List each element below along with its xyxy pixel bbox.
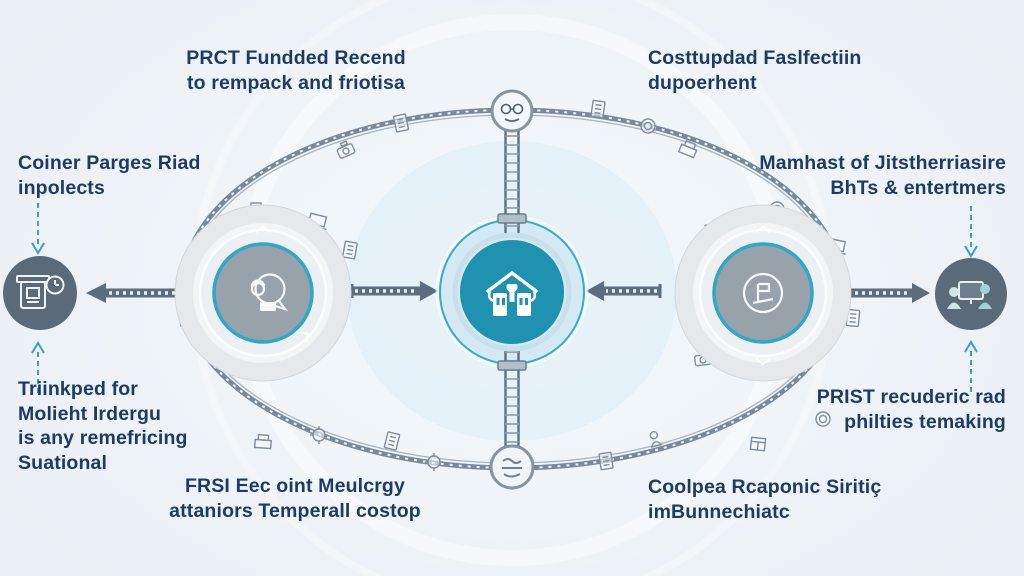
arrow-right-in — [586, 281, 662, 301]
label-line: BhTs & entertmers — [830, 176, 1006, 199]
label-line: Suational — [18, 451, 108, 474]
doodle-printer-icon — [253, 433, 273, 450]
arrow-right-out — [843, 283, 930, 303]
label-line: attaniors Temperall costop — [169, 499, 421, 522]
atm-clock-icon — [16, 275, 65, 309]
label-bottom-right: Coolpea Rcaponic Siritiç imBunnechiatc — [648, 475, 881, 524]
chain-bottom — [497, 346, 527, 448]
doodle-document-icon — [342, 240, 358, 260]
team-computer-icon — [947, 281, 992, 309]
label-line: dupoerhent — [648, 71, 757, 94]
doodle-document-icon — [392, 113, 410, 133]
label-line: Triinkped for — [18, 378, 139, 400]
school-building-icon — [486, 270, 538, 316]
label-mid-right: Mamhast of Jitstherriasire BhTs & entert… — [759, 151, 1006, 200]
target-flag-circle-icon — [742, 272, 784, 314]
dashed-arrow-left-down — [31, 203, 45, 255]
doodle-document-icon — [590, 99, 606, 119]
doodle-document-icon — [383, 431, 401, 451]
right-hub — [674, 204, 852, 382]
label-line: inpolects — [18, 176, 105, 199]
label-line: PRCT Fundded Recend — [186, 47, 406, 69]
arrow-left-out — [86, 283, 187, 303]
scribble-node-icon — [489, 444, 535, 490]
doodle-gear-icon — [424, 452, 444, 472]
label-line: imBunnechiatc — [648, 500, 790, 523]
label-line: philties temaking — [844, 410, 1006, 433]
label-line: Costtupdad Faslfectiin — [648, 47, 862, 69]
center-hub — [435, 130, 589, 448]
label-line: to rempack and friotisa — [186, 71, 405, 94]
label-line: PRIST recuderic rad — [816, 386, 1006, 408]
arrow-left-in — [350, 281, 438, 301]
doodle-gear-icon — [309, 425, 329, 445]
doodle-person-icon — [647, 429, 663, 448]
left-hub — [174, 204, 352, 382]
dashed-arrow-left-up — [31, 341, 45, 393]
dashed-arrow-right-up — [964, 340, 978, 392]
doodle-document-icon — [598, 451, 614, 471]
label-mid-left: Coiner Parges Riad inpolects — [18, 151, 201, 200]
far-right-node — [935, 258, 1007, 330]
label-line: Mamhast of Jitstherriasire — [759, 152, 1006, 174]
label-bottom-center: FRSI Eec oint Meulcrgy attaniors Tempera… — [150, 474, 440, 523]
far-left-node — [3, 256, 77, 330]
label-top-right: Costtupdad Faslfectiin dupoerhent — [648, 46, 861, 95]
label-line: Coolpea Rcaponic Siritiç — [648, 476, 882, 498]
label-line: Molieht Irdergu — [18, 402, 162, 425]
doodle-box-icon — [749, 436, 767, 452]
label-lower-right: PRIST recuderic rad philties temaking — [817, 385, 1006, 434]
label-line: Coiner Parges Riad — [18, 152, 201, 174]
label-top-left: PRCT Fundded Recend to rempack and friot… — [168, 46, 424, 95]
label-bottom-left: Triinkped for Molieht Irdergu is any rem… — [18, 377, 188, 475]
face-node-icon — [490, 89, 534, 133]
support-agent-bubble-icon — [250, 273, 288, 312]
dashed-arrow-right-down — [964, 206, 978, 258]
chain-top — [497, 130, 527, 238]
label-line: is any remefricing — [18, 427, 188, 450]
label-line: FRSI Eec oint Meulcrgy — [184, 475, 405, 497]
